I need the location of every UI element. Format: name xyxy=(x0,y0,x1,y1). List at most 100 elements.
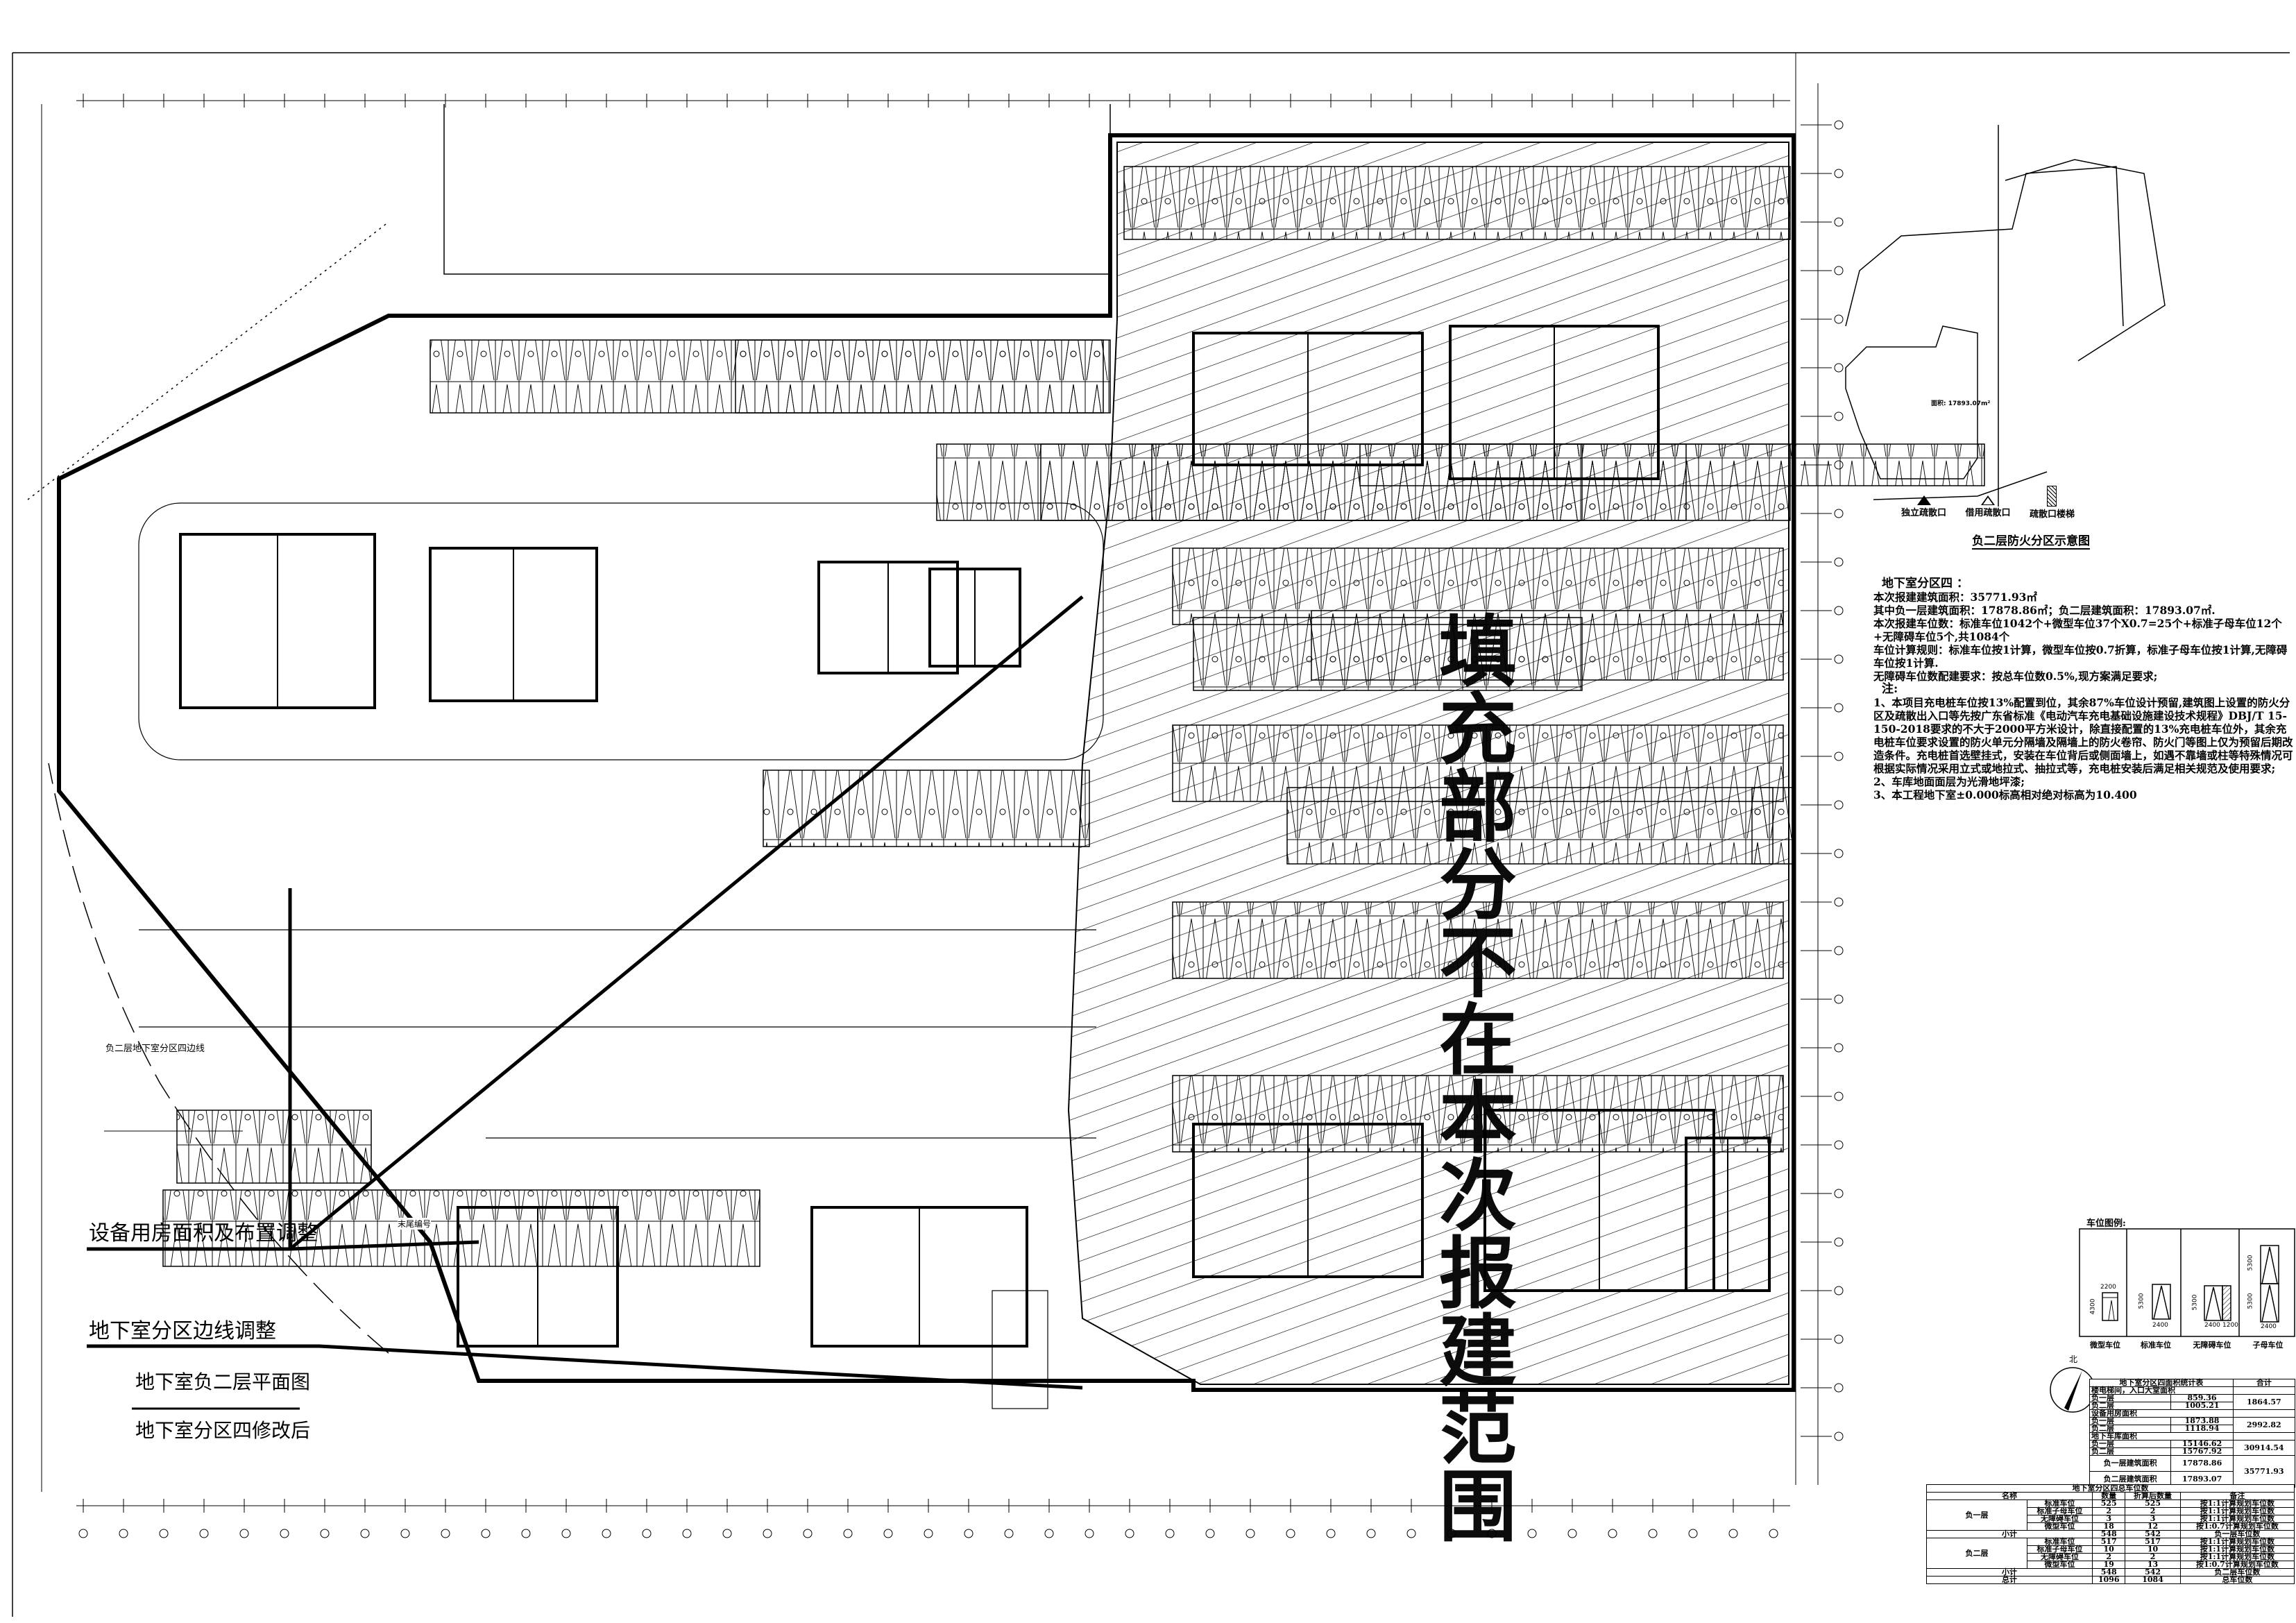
table-cell: 负二层 xyxy=(1926,1538,2027,1569)
b2-zone-line-label: 负二层地下室分区四边线 xyxy=(105,1044,205,1054)
axis-bubble xyxy=(1834,654,1844,664)
axis-bubble xyxy=(682,1529,692,1538)
axis-bubble xyxy=(1834,120,1844,130)
axis-bubble xyxy=(1834,849,1844,858)
stall-type-label: 标准车位 xyxy=(2141,1341,2171,1350)
table-cell: 1096 xyxy=(2092,1576,2126,1584)
table-cell: 总计 xyxy=(1925,1576,2093,1584)
solid-triangle-icon xyxy=(1916,495,1931,505)
stall-legend-labels: 微型车位 标准车位 无障碍车位 子母车位 xyxy=(2082,1339,2295,1350)
axis-bubble xyxy=(1834,1334,1844,1344)
table-cell: 1084 xyxy=(2125,1576,2181,1584)
axis-bubble xyxy=(1567,1529,1577,1538)
value-cell: 1118.94 xyxy=(2170,1425,2234,1433)
axis-bubble xyxy=(883,1529,893,1538)
axis-bubble xyxy=(1834,217,1844,227)
axis-bubble xyxy=(1834,169,1844,178)
design-notes: 地下室分区四 ： 本次报建建筑面积：35771.93㎡ 其中负一层建筑面积：17… xyxy=(1873,577,2296,802)
table-cell: 微型车位 xyxy=(2026,1522,2093,1531)
axis-bubble xyxy=(964,1529,973,1538)
keymap-title: 负二层防火分区示意图 xyxy=(1972,531,2090,550)
dim-label: 2400 xyxy=(2152,1322,2168,1329)
stall-type-label: 微型车位 xyxy=(2090,1341,2120,1350)
axis-bubble xyxy=(1834,703,1844,713)
axis-bubble xyxy=(1648,1529,1658,1538)
axis-bubble xyxy=(1044,1529,1054,1538)
note-line: 其中负一层建筑面积：17878.86㎡；负二层建筑面积：17893.07㎡. xyxy=(1873,604,2216,617)
keymap-area-label: 面积: 17893.07m² xyxy=(1931,400,1991,407)
note-line: 本次报建车位数：标准车位1042个+微型车位37个X0.7=25个+标准子母车位… xyxy=(1873,617,2282,643)
note-line: 本次报建建筑面积：35771.93㎡ xyxy=(1873,590,2037,604)
axis-bubble xyxy=(1326,1529,1336,1538)
axis-bubble xyxy=(1834,751,1844,761)
fire-zone-key-map xyxy=(1845,125,2166,507)
axis-bubble xyxy=(1834,1383,1844,1393)
axis-bubble xyxy=(1834,1091,1844,1101)
axis-bubble xyxy=(239,1529,249,1538)
compass xyxy=(2050,1367,2095,1413)
legend-borrowed-exit: 借用疏散口 xyxy=(1965,495,2011,520)
dim-label: 1200 xyxy=(2222,1322,2238,1329)
dim-label: 2400 xyxy=(2261,1323,2277,1330)
axis-bubble xyxy=(1834,1237,1844,1247)
axis-bubble xyxy=(1834,363,1844,373)
floor-cell: 负一层建筑面积 xyxy=(2089,1455,2172,1472)
stall-legend-title: 车位图例: xyxy=(2086,1218,2126,1229)
axis-bubble xyxy=(481,1529,491,1538)
dim-label: 4300 xyxy=(2089,1298,2097,1315)
axis-bubble xyxy=(320,1529,330,1538)
axis-bubble xyxy=(1527,1529,1537,1538)
axis-bubble xyxy=(1834,994,1844,1004)
dim-label: 2400 xyxy=(2204,1322,2220,1329)
floor-cell: 负二层 xyxy=(2089,1447,2172,1456)
dim-label: 5300 xyxy=(2247,1255,2254,1271)
axis-bubble xyxy=(119,1529,128,1538)
axis-bubble xyxy=(1834,946,1844,955)
axis-bubble xyxy=(1608,1529,1617,1538)
value-cell: 17878.86 xyxy=(2170,1455,2234,1472)
annotation-leaders xyxy=(87,595,1084,1390)
axis-bubble xyxy=(78,1529,88,1538)
stall-legend-box xyxy=(2079,1228,2295,1337)
notes-heading: 地下室分区四 ： xyxy=(1882,577,1968,590)
table-cell: 微型车位 xyxy=(2026,1561,2093,1569)
axis-bubble xyxy=(602,1529,611,1538)
axis-bubble xyxy=(441,1529,450,1538)
axis-bubble xyxy=(1834,509,1844,518)
axis-bubble xyxy=(1834,897,1844,907)
axis-grid xyxy=(41,100,1790,1506)
axis-bubble xyxy=(199,1529,209,1538)
axis-bubble xyxy=(561,1529,571,1538)
axis-bubble xyxy=(1165,1529,1175,1538)
axis-bubble xyxy=(159,1529,169,1538)
axis-bubble xyxy=(1834,1043,1844,1053)
note-item: 2、车库地面面层为光滑地坪漆; xyxy=(1873,775,2025,788)
equipment-rooms-annotation: 设备用房面积及布置调整 xyxy=(89,1221,318,1246)
axis-bubble xyxy=(280,1529,289,1538)
axis-bubble xyxy=(924,1529,933,1538)
axis-bubble xyxy=(360,1529,370,1538)
axis-bubble xyxy=(1447,1529,1456,1538)
axis-bubble xyxy=(1834,606,1844,615)
dim-label: 5300 xyxy=(2191,1294,2199,1311)
notes-subheading: 注: xyxy=(1882,682,1898,696)
hatched-stair-icon xyxy=(2047,486,2057,507)
zone-boundary-annotation: 地下室分区边线调整 xyxy=(89,1319,276,1343)
table-header: 合计 xyxy=(2232,1379,2296,1387)
parking-stall-row xyxy=(176,1110,372,1184)
axis-bubble xyxy=(1366,1529,1376,1538)
north-label: 北 xyxy=(2069,1354,2078,1364)
grand-total-cell: 35771.93 xyxy=(2232,1455,2296,1488)
axis-bubble xyxy=(803,1529,813,1538)
total-cell: 1864.57 xyxy=(2232,1394,2296,1410)
axis-bubble xyxy=(642,1529,652,1538)
legend-label: 借用疏散口 xyxy=(1965,508,2011,518)
